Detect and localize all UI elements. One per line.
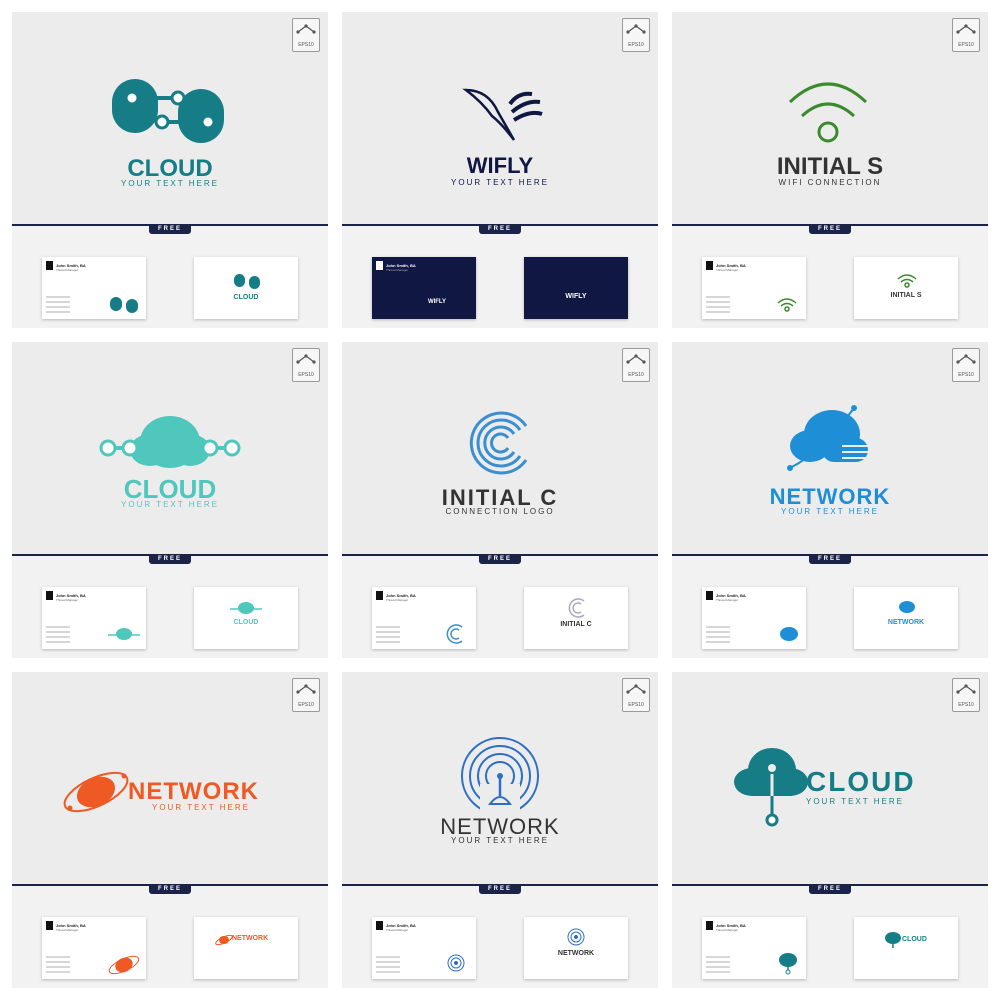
letter-c-rings-icon [469, 411, 528, 475]
free-badge: FREE [479, 554, 521, 564]
logo-panel-7[interactable]: FREE EPS10 NETWORK YOUR TEXT HERE John S… [12, 672, 328, 988]
signal-tower-icon [461, 737, 539, 816]
free-badge: FREE [149, 554, 191, 564]
business-card-front: CLOUD [194, 257, 298, 319]
planet-orbit-icon [63, 771, 129, 813]
eps-file-icon: EPS10 [952, 18, 980, 52]
free-badge: FREE [809, 554, 851, 564]
logo-panel-1[interactable]: FREE EPS10 CLOUD YOUR TEXT HERE John Smi… [12, 12, 328, 328]
logo-panel-9[interactable]: FREE EPS10 CLOUD YOUR TEXT HERE John Smi… [672, 672, 988, 988]
business-card-front: INITIAL C [524, 587, 628, 649]
tagline: YOUR TEXT HERE [121, 179, 219, 188]
brand-name: CLOUD [806, 766, 916, 797]
eps-file-icon: EPS10 [952, 678, 980, 712]
eps-file-icon: EPS10 [622, 348, 650, 382]
eps-file-icon: EPS10 [292, 678, 320, 712]
logo-panel-6[interactable]: FREE EPS10 NETWORK YOUR TEXT HERE John S… [672, 342, 988, 658]
tagline: YOUR TEXT HERE [451, 178, 549, 187]
cloud-node-icon [734, 748, 808, 827]
logo-panel-3[interactable]: FREE EPS10 INITIAL S WIFI CONNECTION Joh… [672, 12, 988, 328]
brand-name: CLOUD [127, 155, 213, 182]
brand-name: WIFLY [466, 153, 534, 178]
tagline: YOUR TEXT HERE [152, 803, 250, 812]
business-card-front: INITIAL S [854, 257, 958, 319]
tagline: WIFI CONNECTION [778, 178, 882, 187]
free-badge: FREE [149, 884, 191, 894]
cloud-link-icon [112, 79, 224, 143]
logo-panel-2[interactable]: FREE EPS10 WIFLY YOUR TEXT HERE John Smi… [342, 12, 658, 328]
brand-name: INITIAL C [441, 485, 559, 510]
eps-file-icon: EPS10 [292, 18, 320, 52]
free-badge: FREE [479, 224, 521, 234]
tagline: YOUR TEXT HERE [806, 797, 904, 806]
logo-panel-4[interactable]: FREE EPS10 CLOUD YOUR TEXT HERE John Smi… [12, 342, 328, 658]
brand-name: NETWORK [769, 484, 891, 509]
brand-name: NETWORK [440, 814, 560, 839]
eps-file-icon: EPS10 [292, 348, 320, 382]
free-badge: FREE [479, 884, 521, 894]
free-badge: FREE [809, 224, 851, 234]
tagline: YOUR TEXT HERE [121, 500, 219, 509]
logo-panel-8[interactable]: FREE EPS10 NETWORK YOUR TEXT HERE John S… [342, 672, 658, 988]
free-badge: FREE [809, 884, 851, 894]
cloud-nodes-icon [99, 416, 241, 468]
eps-file-icon: EPS10 [622, 18, 650, 52]
bird-wifi-icon [462, 88, 543, 141]
cloud-orbit-icon [787, 405, 870, 471]
brand-name: NETWORK [128, 778, 259, 805]
business-card-front: NETWORK [194, 917, 298, 979]
brand-name: INITIAL S [776, 153, 884, 180]
eps-file-icon: EPS10 [622, 678, 650, 712]
business-card-front: NETWORK [854, 587, 958, 649]
logo-panel-5[interactable]: FREE EPS10 INITIAL C CONNECTION LOGO Joh… [342, 342, 658, 658]
tagline: YOUR TEXT HERE [781, 507, 879, 516]
free-badge: FREE [149, 224, 191, 234]
eps-file-icon: EPS10 [952, 348, 980, 382]
tagline: YOUR TEXT HERE [451, 836, 549, 845]
business-card-front: NETWORK [524, 917, 628, 979]
business-card-front: CLOUD [194, 587, 298, 649]
wifi-s-icon [788, 82, 868, 143]
business-card-front: WIFLY [524, 257, 628, 319]
business-card-front: CLOUD [854, 917, 958, 979]
brand-name: CLOUD [123, 474, 217, 504]
tagline: CONNECTION LOGO [445, 507, 555, 516]
